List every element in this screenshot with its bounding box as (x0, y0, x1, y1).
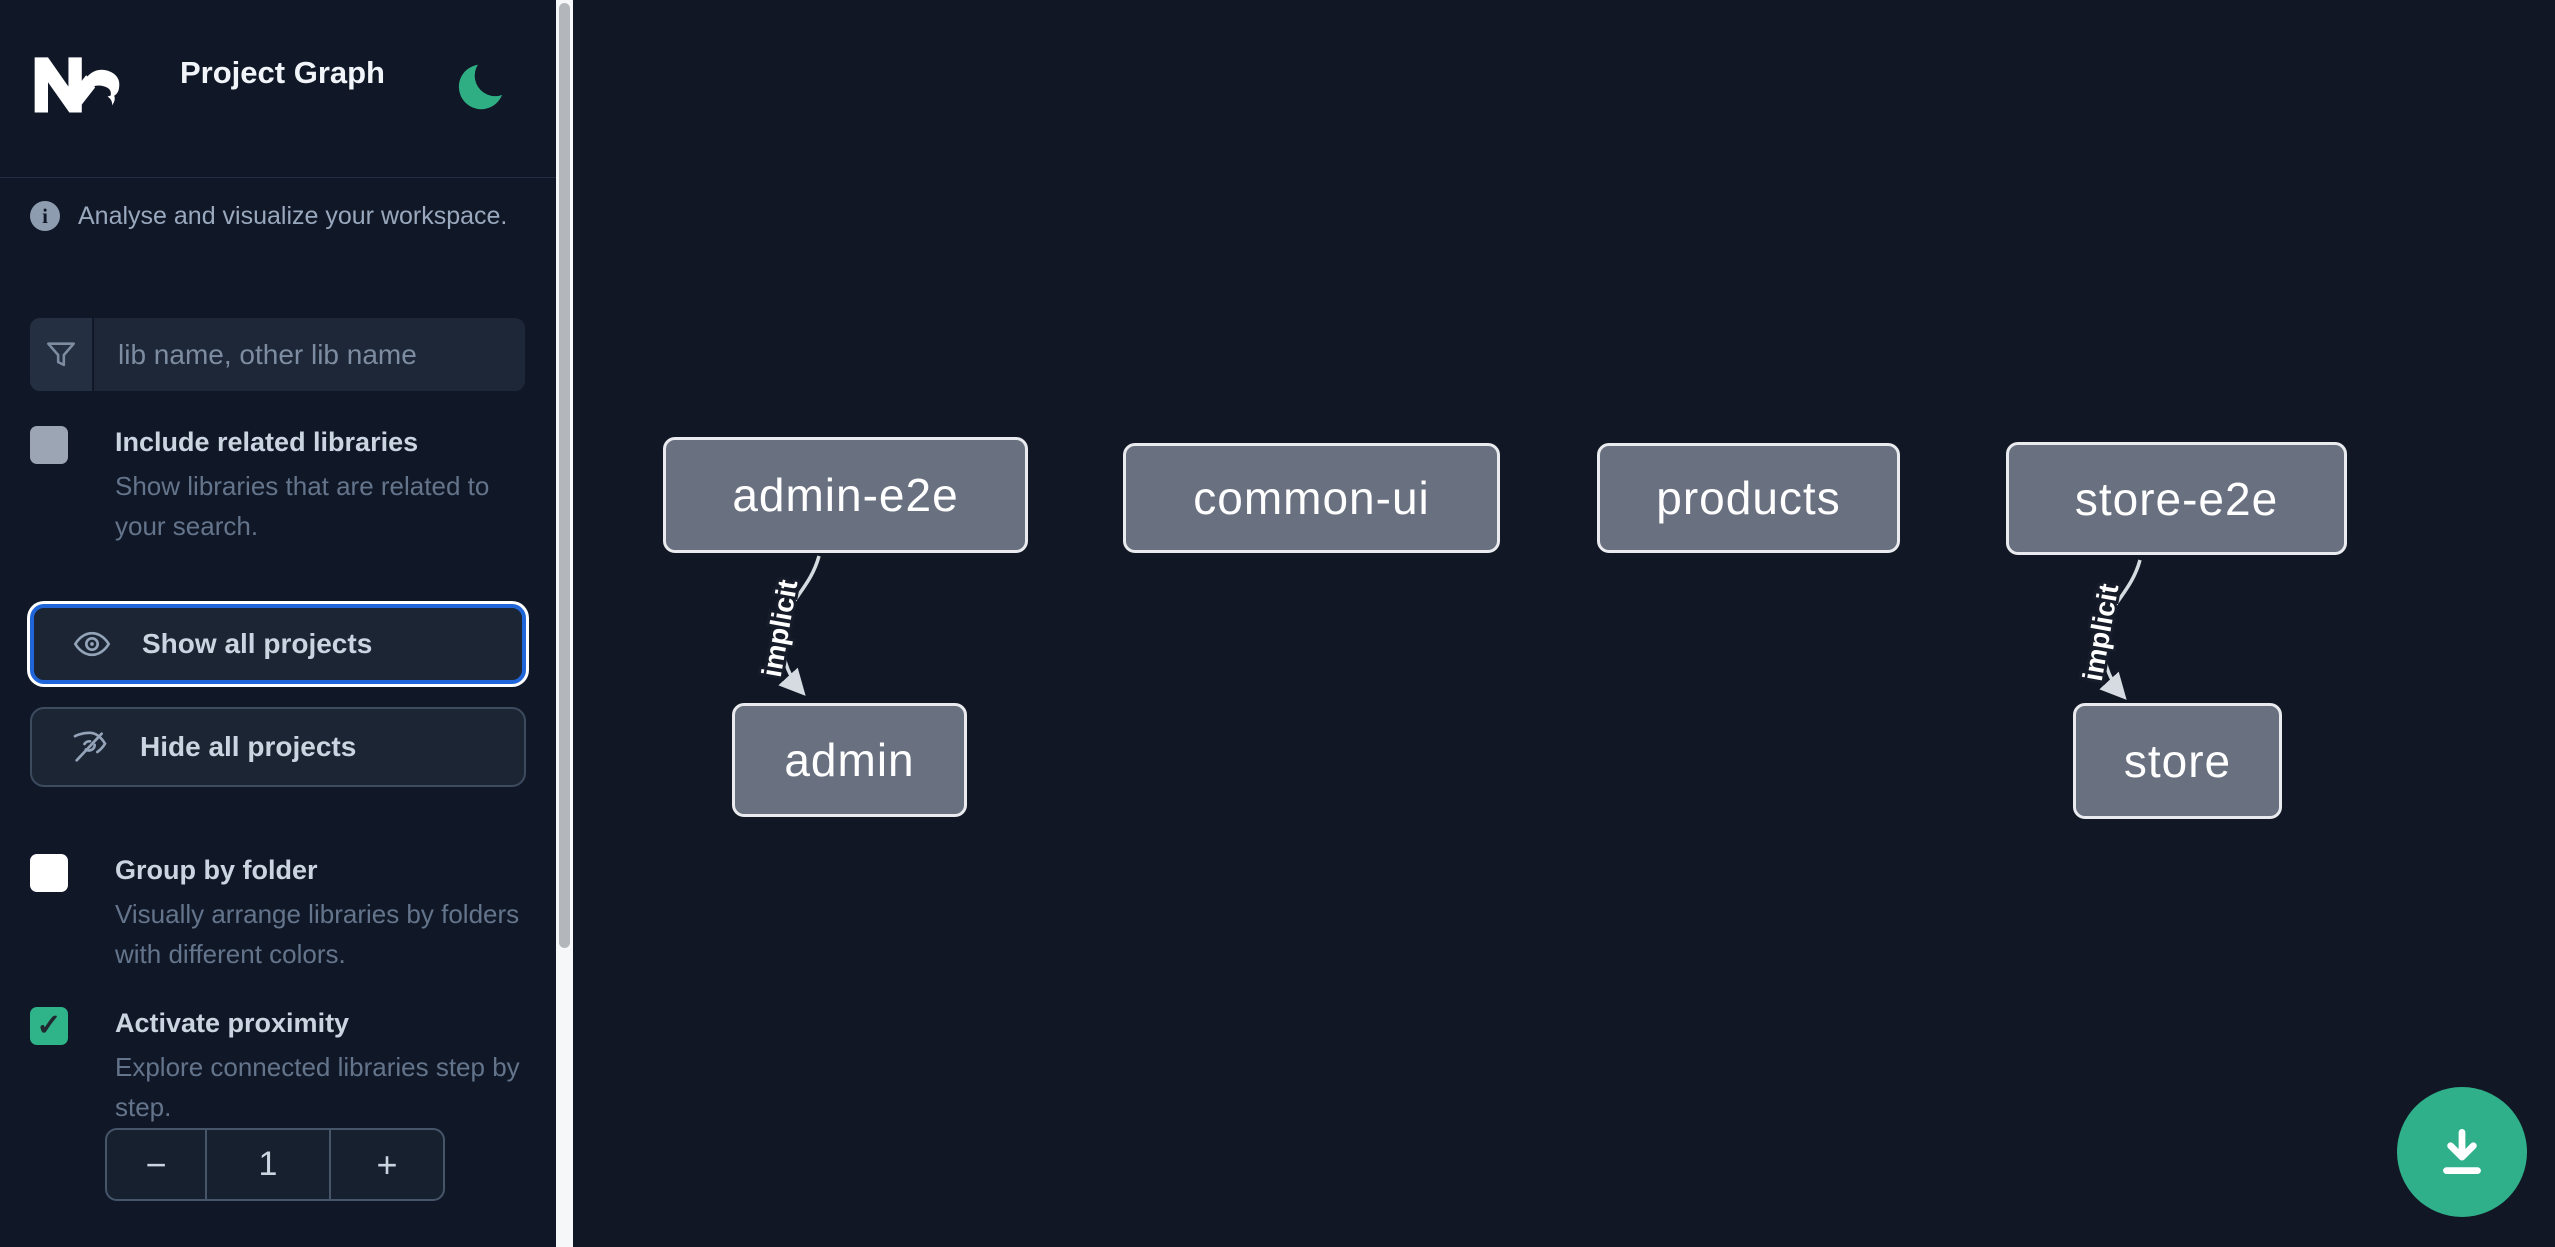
decrement-button[interactable]: − (107, 1130, 207, 1199)
sidebar-header: Project Graph (0, 0, 556, 178)
download-graph-button[interactable] (2397, 1087, 2527, 1217)
workspace-info: i Analyse and visualize your workspace. (30, 200, 520, 232)
project-node-products[interactable]: products (1597, 443, 1900, 553)
edge-label: implicit (756, 577, 804, 679)
stepper-value: 1 (207, 1130, 331, 1199)
toggle-group-by-folder: Group by folder Visually arrange librari… (30, 852, 522, 974)
dependency-edges: implicit implicit (753, 555, 2142, 700)
project-node-store-e2e[interactable]: store-e2e (2006, 442, 2347, 555)
info-icon: i (30, 201, 60, 231)
edge-store-e2e-to-store[interactable]: implicit (2074, 559, 2142, 700)
project-node-common-ui[interactable]: common-ui (1123, 443, 1500, 553)
edge-label: implicit (2077, 581, 2125, 683)
moon-icon (458, 55, 516, 110)
toggle-include-related: Include related libraries Show libraries… (30, 424, 522, 546)
toggle-description: Explore connected libraries step by step… (115, 1052, 520, 1122)
toggle-activate-proximity: Activate proximity Explore connected lib… (30, 1005, 522, 1127)
sidebar-scrollbar[interactable] (556, 0, 573, 1247)
include-related-checkbox[interactable] (30, 426, 68, 464)
search-bar (30, 318, 525, 391)
scrollbar-thumb[interactable] (559, 3, 570, 948)
hide-all-projects-label: Hide all projects (140, 731, 357, 762)
proximity-depth-stepper: − 1 + (105, 1128, 445, 1201)
page-title: Project Graph (180, 55, 385, 90)
hide-all-projects-button[interactable]: Hide all projects (30, 707, 526, 787)
sidebar: Project Graph i Analyse and visualize yo… (0, 0, 556, 1247)
toggle-description: Show libraries that are related to your … (115, 471, 490, 541)
edge-admin-e2e-to-admin[interactable]: implicit (753, 555, 821, 696)
show-all-projects-label: Show all projects (142, 628, 373, 659)
project-graph-canvas[interactable]: implicit implicit admin-e2e common-ui pr… (573, 0, 2555, 1247)
project-node-store[interactable]: store (2073, 703, 2282, 819)
search-input[interactable] (94, 318, 525, 391)
toggle-label[interactable]: Activate proximity (115, 1008, 350, 1038)
eye-icon (73, 631, 111, 657)
download-icon (2443, 1128, 2481, 1175)
dark-mode-toggle[interactable] (454, 55, 516, 112)
nx-logo (34, 57, 120, 113)
toggle-description: Visually arrange libraries by folders wi… (115, 899, 520, 969)
show-all-projects-button[interactable]: Show all projects (30, 604, 526, 684)
toggle-label[interactable]: Group by folder (115, 855, 318, 885)
eye-off-icon (73, 731, 107, 762)
filter-icon (30, 318, 94, 391)
activate-proximity-checkbox[interactable] (30, 1007, 68, 1045)
project-node-admin-e2e[interactable]: admin-e2e (663, 437, 1028, 553)
increment-button[interactable]: + (376, 1143, 398, 1185)
group-by-folder-checkbox[interactable] (30, 854, 68, 892)
info-text: Analyse and visualize your workspace. (78, 202, 508, 230)
toggle-label[interactable]: Include related libraries (115, 427, 419, 457)
project-node-admin[interactable]: admin (732, 703, 967, 817)
